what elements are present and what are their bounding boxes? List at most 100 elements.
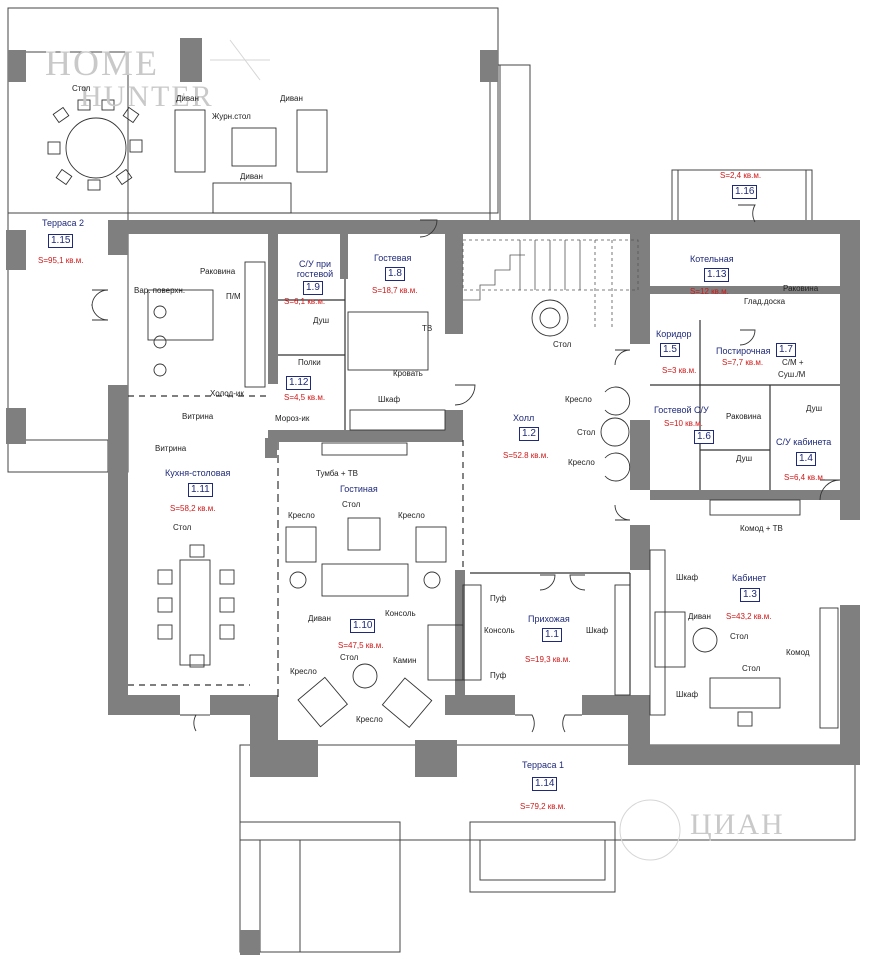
furn-label-zhurn-stol: Журн.стол bbox=[212, 112, 251, 121]
room-name-guest-wc: Гостевой С/У bbox=[654, 405, 709, 415]
furn-label-vitrina-bottom: Витрина bbox=[155, 444, 187, 453]
room-area-hall: S=52.8 кв.м. bbox=[503, 451, 549, 460]
room-area-cabinet: S=43,2 кв.м. bbox=[726, 612, 772, 621]
stairs bbox=[462, 239, 639, 330]
terrace1-steps-center bbox=[469, 821, 616, 893]
furn-label-stol-kitchen: Стол bbox=[173, 523, 192, 532]
room-area-guest-wc: S=10 кв.м. bbox=[664, 419, 703, 428]
room-name-terrace2: Терраса 2 bbox=[42, 218, 85, 228]
doors bbox=[91, 204, 841, 733]
furn-label-dush-wc: Душ bbox=[736, 454, 753, 463]
furn-label-kreslo-1: Кресло bbox=[288, 511, 315, 520]
furn-label-var-poverh: Вар. поверхн. bbox=[134, 286, 186, 295]
furn-label-komod-tv: Комод + ТВ bbox=[740, 524, 783, 533]
furn-label-shkaf-cab-2: Шкаф bbox=[676, 690, 699, 699]
coffee-table bbox=[231, 127, 277, 167]
watermark-corner: ЦИАН bbox=[690, 808, 785, 841]
room-name-cabinet-wc: С/У кабинета bbox=[776, 437, 832, 447]
furn-label-glad-doska: Глад.доска bbox=[744, 297, 786, 306]
sofa-right bbox=[296, 109, 328, 173]
watermark bbox=[210, 39, 681, 861]
furn-label-stol-living-2: Стол bbox=[340, 653, 359, 662]
furn-label-kreslo-3: Кресло bbox=[290, 667, 317, 676]
furn-label-pm: П/М bbox=[226, 292, 241, 301]
furn-label-puf-2: Пуф bbox=[490, 671, 507, 680]
room-num-cabinet: 1.3 bbox=[740, 588, 760, 602]
room-num-pantry: 1.12 bbox=[286, 376, 312, 390]
room-area-boiler: S=12 кв.м. bbox=[690, 287, 729, 296]
furn-label-konsol-entry: Консоль bbox=[484, 626, 515, 635]
room-name-cabinet: Кабинет bbox=[732, 573, 767, 583]
room-area-cabinet-wc: S=6,4 кв.м. bbox=[784, 473, 826, 482]
furn-label-divan-left: Диван bbox=[176, 94, 199, 103]
furn-label-rakovina-kitchen: Раковина bbox=[200, 267, 236, 276]
living-table bbox=[347, 517, 381, 551]
furn-label-moroz: Мороз-ик bbox=[275, 414, 310, 423]
room-area-guest: S=18,7 кв.м. bbox=[372, 286, 418, 295]
room-num-guest-wc: 1.6 bbox=[694, 430, 714, 444]
room-area-terrace1: S=79,2 кв.м. bbox=[520, 802, 566, 811]
watermark-brand: HOME bbox=[45, 43, 159, 83]
entry-puf-area bbox=[462, 584, 482, 681]
room-area-sanuzel-guest: S=6,1 кв.м. bbox=[284, 297, 326, 306]
kitchen-counter bbox=[244, 261, 266, 388]
cabinet-shelves bbox=[649, 549, 666, 716]
furn-label-divan-living: Диван bbox=[308, 614, 331, 623]
room-area-kitchen: S=58,2 кв.м. bbox=[170, 504, 216, 513]
outer-walls bbox=[6, 38, 860, 955]
furn-label-komod: Комод bbox=[786, 648, 810, 657]
room-num-sanuzel-guest: 1.9 bbox=[303, 281, 323, 295]
hall-table bbox=[531, 299, 569, 337]
room-name-entry: Прихожая bbox=[528, 614, 570, 624]
room-num-living: 1.10 bbox=[350, 619, 376, 633]
room-name-corridor: Коридор bbox=[656, 329, 692, 339]
desk bbox=[709, 677, 781, 709]
furn-label-kamin: Камин bbox=[393, 656, 417, 665]
furn-label-divan-right: Диван bbox=[280, 94, 303, 103]
column bbox=[6, 230, 26, 270]
living-sofa bbox=[321, 563, 409, 597]
room-num-laundry: 1.7 bbox=[776, 343, 796, 357]
room-area-terrace2: S=95,1 кв.м. bbox=[38, 256, 84, 265]
furn-label-shkaf-guest: Шкаф bbox=[378, 395, 401, 404]
room-num-boiler: 1.13 bbox=[704, 268, 730, 282]
round-table-terrace bbox=[65, 117, 127, 179]
entry-shelves bbox=[614, 584, 631, 696]
furn-label-polki: Полки bbox=[298, 358, 321, 367]
furn-label-tumba-tv: Тумба + ТВ bbox=[316, 469, 358, 478]
terrace2-bottom-steps bbox=[7, 439, 109, 473]
furn-label-sm: С/М + bbox=[782, 358, 804, 367]
furn-label-kreslo-2: Кресло bbox=[398, 511, 425, 520]
furn-label-kreslo-hall-1: Кресло bbox=[565, 395, 592, 404]
furn-label-stol-cab: Стол bbox=[730, 632, 749, 641]
armchair-left bbox=[285, 526, 317, 563]
furn-label-kreslo-hall-2: Кресло bbox=[568, 458, 595, 467]
room-num-kitchen: 1.11 bbox=[188, 483, 213, 497]
komod-tv bbox=[709, 499, 801, 516]
room-name-kitchen: Кухня-столовая bbox=[165, 468, 231, 478]
room-area-corridor: S=3 кв.м. bbox=[662, 366, 697, 375]
furn-label-kreslo-4: Кресло bbox=[356, 715, 383, 724]
inner-walls bbox=[265, 234, 840, 695]
column bbox=[480, 50, 498, 82]
armchair-right bbox=[415, 526, 447, 563]
room-name-laundry: Постирочная bbox=[716, 346, 771, 356]
room-num-terrace2: 1.15 bbox=[48, 234, 74, 248]
room-num-terrace16: 1.16 bbox=[732, 185, 758, 199]
watermark-brand-2: HUNTER bbox=[80, 80, 214, 113]
terrace1-steps-left bbox=[239, 821, 401, 953]
room-num-terrace1: 1.14 bbox=[532, 777, 558, 791]
column bbox=[240, 930, 260, 955]
sofa-bottom bbox=[212, 182, 292, 214]
furn-label-puf-1: Пуф bbox=[490, 594, 507, 603]
furn-label-divan-cab: Диван bbox=[688, 612, 711, 621]
furn-label-stol-desk: Стол bbox=[742, 664, 761, 673]
room-num-corridor: 1.5 bbox=[660, 343, 680, 357]
furn-label-divan-bottom: Диван bbox=[240, 172, 263, 181]
room-name-boiler: Котельная bbox=[690, 254, 734, 264]
furn-label-tv: ТВ bbox=[422, 324, 433, 333]
shkaf-guest bbox=[349, 409, 446, 431]
dining-table bbox=[179, 559, 211, 666]
furn-label-stol-terrace: Стол bbox=[72, 84, 91, 93]
